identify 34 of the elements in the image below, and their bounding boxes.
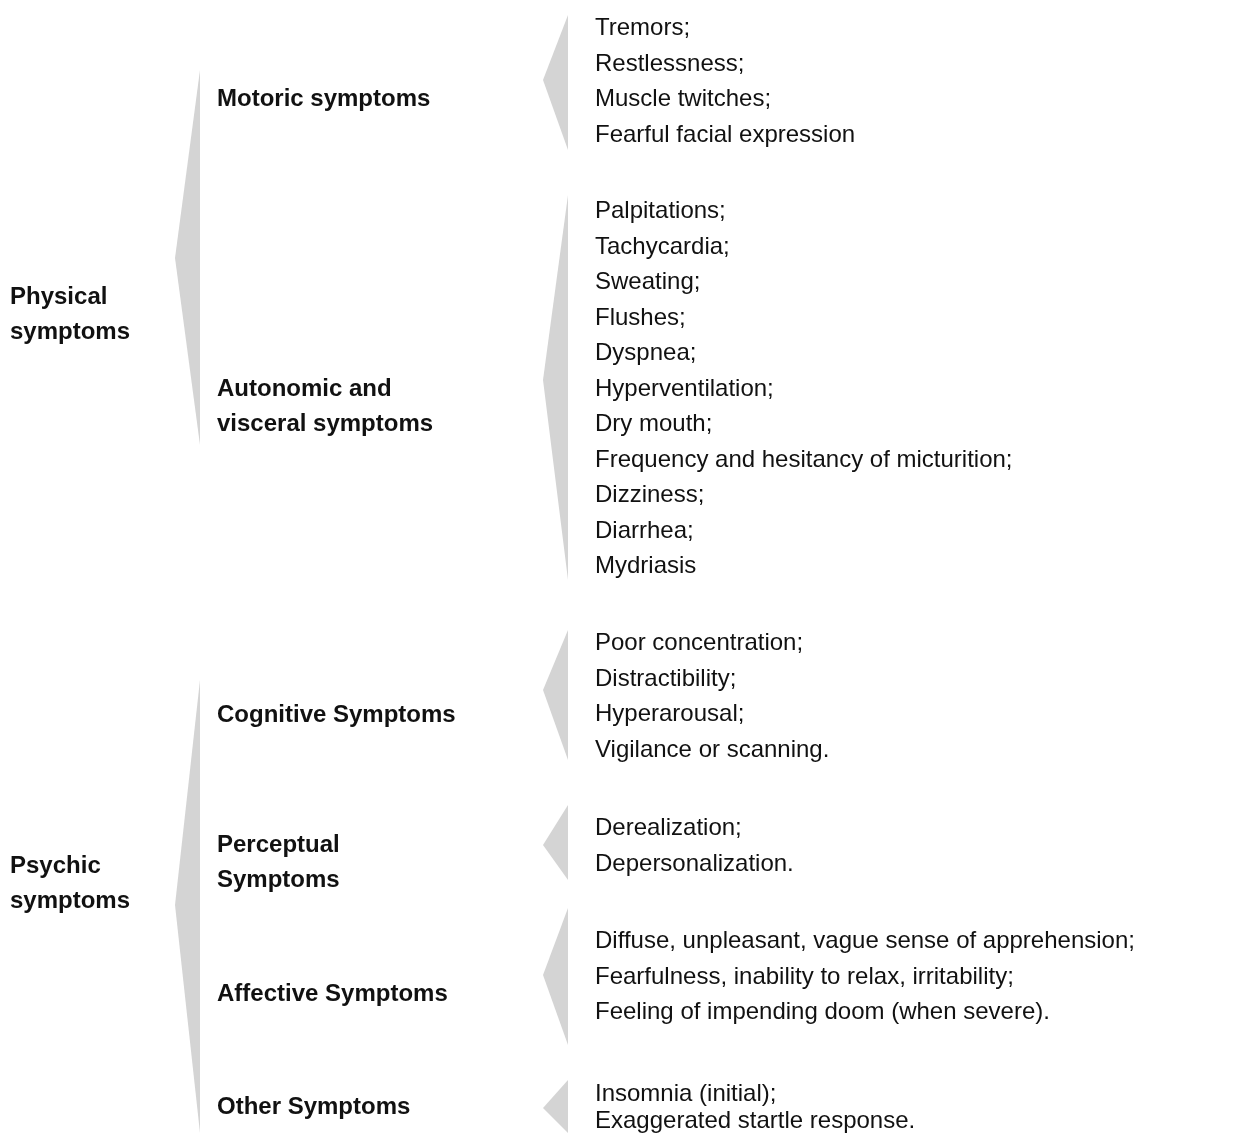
symptom-text: Muscle twitches; [595, 82, 772, 113]
symptom-text: Hyperventilation; [595, 372, 774, 403]
category-heading: Physical symptoms [10, 281, 132, 346]
symptom-text: Derealization; [595, 811, 742, 842]
symptom-text: Fearfulness, inability to relax, irritability; [595, 960, 1014, 991]
symptom-text: Dyspnea; [595, 336, 697, 367]
symptom-text: Depersonalization. [595, 847, 794, 878]
symptom-text: Dry mouth; [595, 407, 713, 438]
category-heading: Psychic symptoms [10, 850, 132, 915]
symptom-text: Fearful facial expression [595, 118, 856, 149]
symptom-text: Diffuse, unpleasant, vague sense of apprehension; [595, 924, 1135, 955]
symptom-text: Tremors; [595, 11, 691, 42]
symptom-text: Sweating; [595, 265, 701, 296]
symptom-text: Vigilance or scanning. [595, 733, 830, 764]
symptom-text: Restlessness; [595, 47, 745, 77]
category-heading: Motoric symptoms [217, 82, 431, 113]
symptom-text: Hyperarousal; [595, 697, 745, 728]
symptom-text: Mydriasis [595, 549, 697, 580]
category-heading: Affective Symptoms [217, 977, 448, 1008]
symptom-text: Palpitations; [595, 194, 726, 225]
category-heading: Perceptual Symptoms [217, 829, 341, 894]
symptom-text: Feeling of impending doom (when severe). [595, 995, 1050, 1026]
category-heading: Autonomic and visceral symptoms [217, 373, 435, 438]
category-heading: Cognitive Symptoms [217, 698, 456, 729]
symptom-text: Poor concentration; [595, 626, 804, 657]
symptom-text: Diarrhea; [595, 514, 694, 544]
symptom-text: Dizziness; [595, 478, 705, 509]
symptom-text: Exaggerated startle response. [595, 1105, 916, 1133]
symptom-text: Flushes; [595, 301, 686, 331]
category-heading: Other Symptoms [217, 1090, 411, 1121]
symptom-text: Frequency and hesitancy of micturition; [595, 443, 1013, 474]
symptom-text: Tachycardia; [595, 230, 730, 261]
symptom-text: Insomnia (initial); [595, 1077, 777, 1108]
symptom-text: Distractibility; [595, 662, 737, 693]
